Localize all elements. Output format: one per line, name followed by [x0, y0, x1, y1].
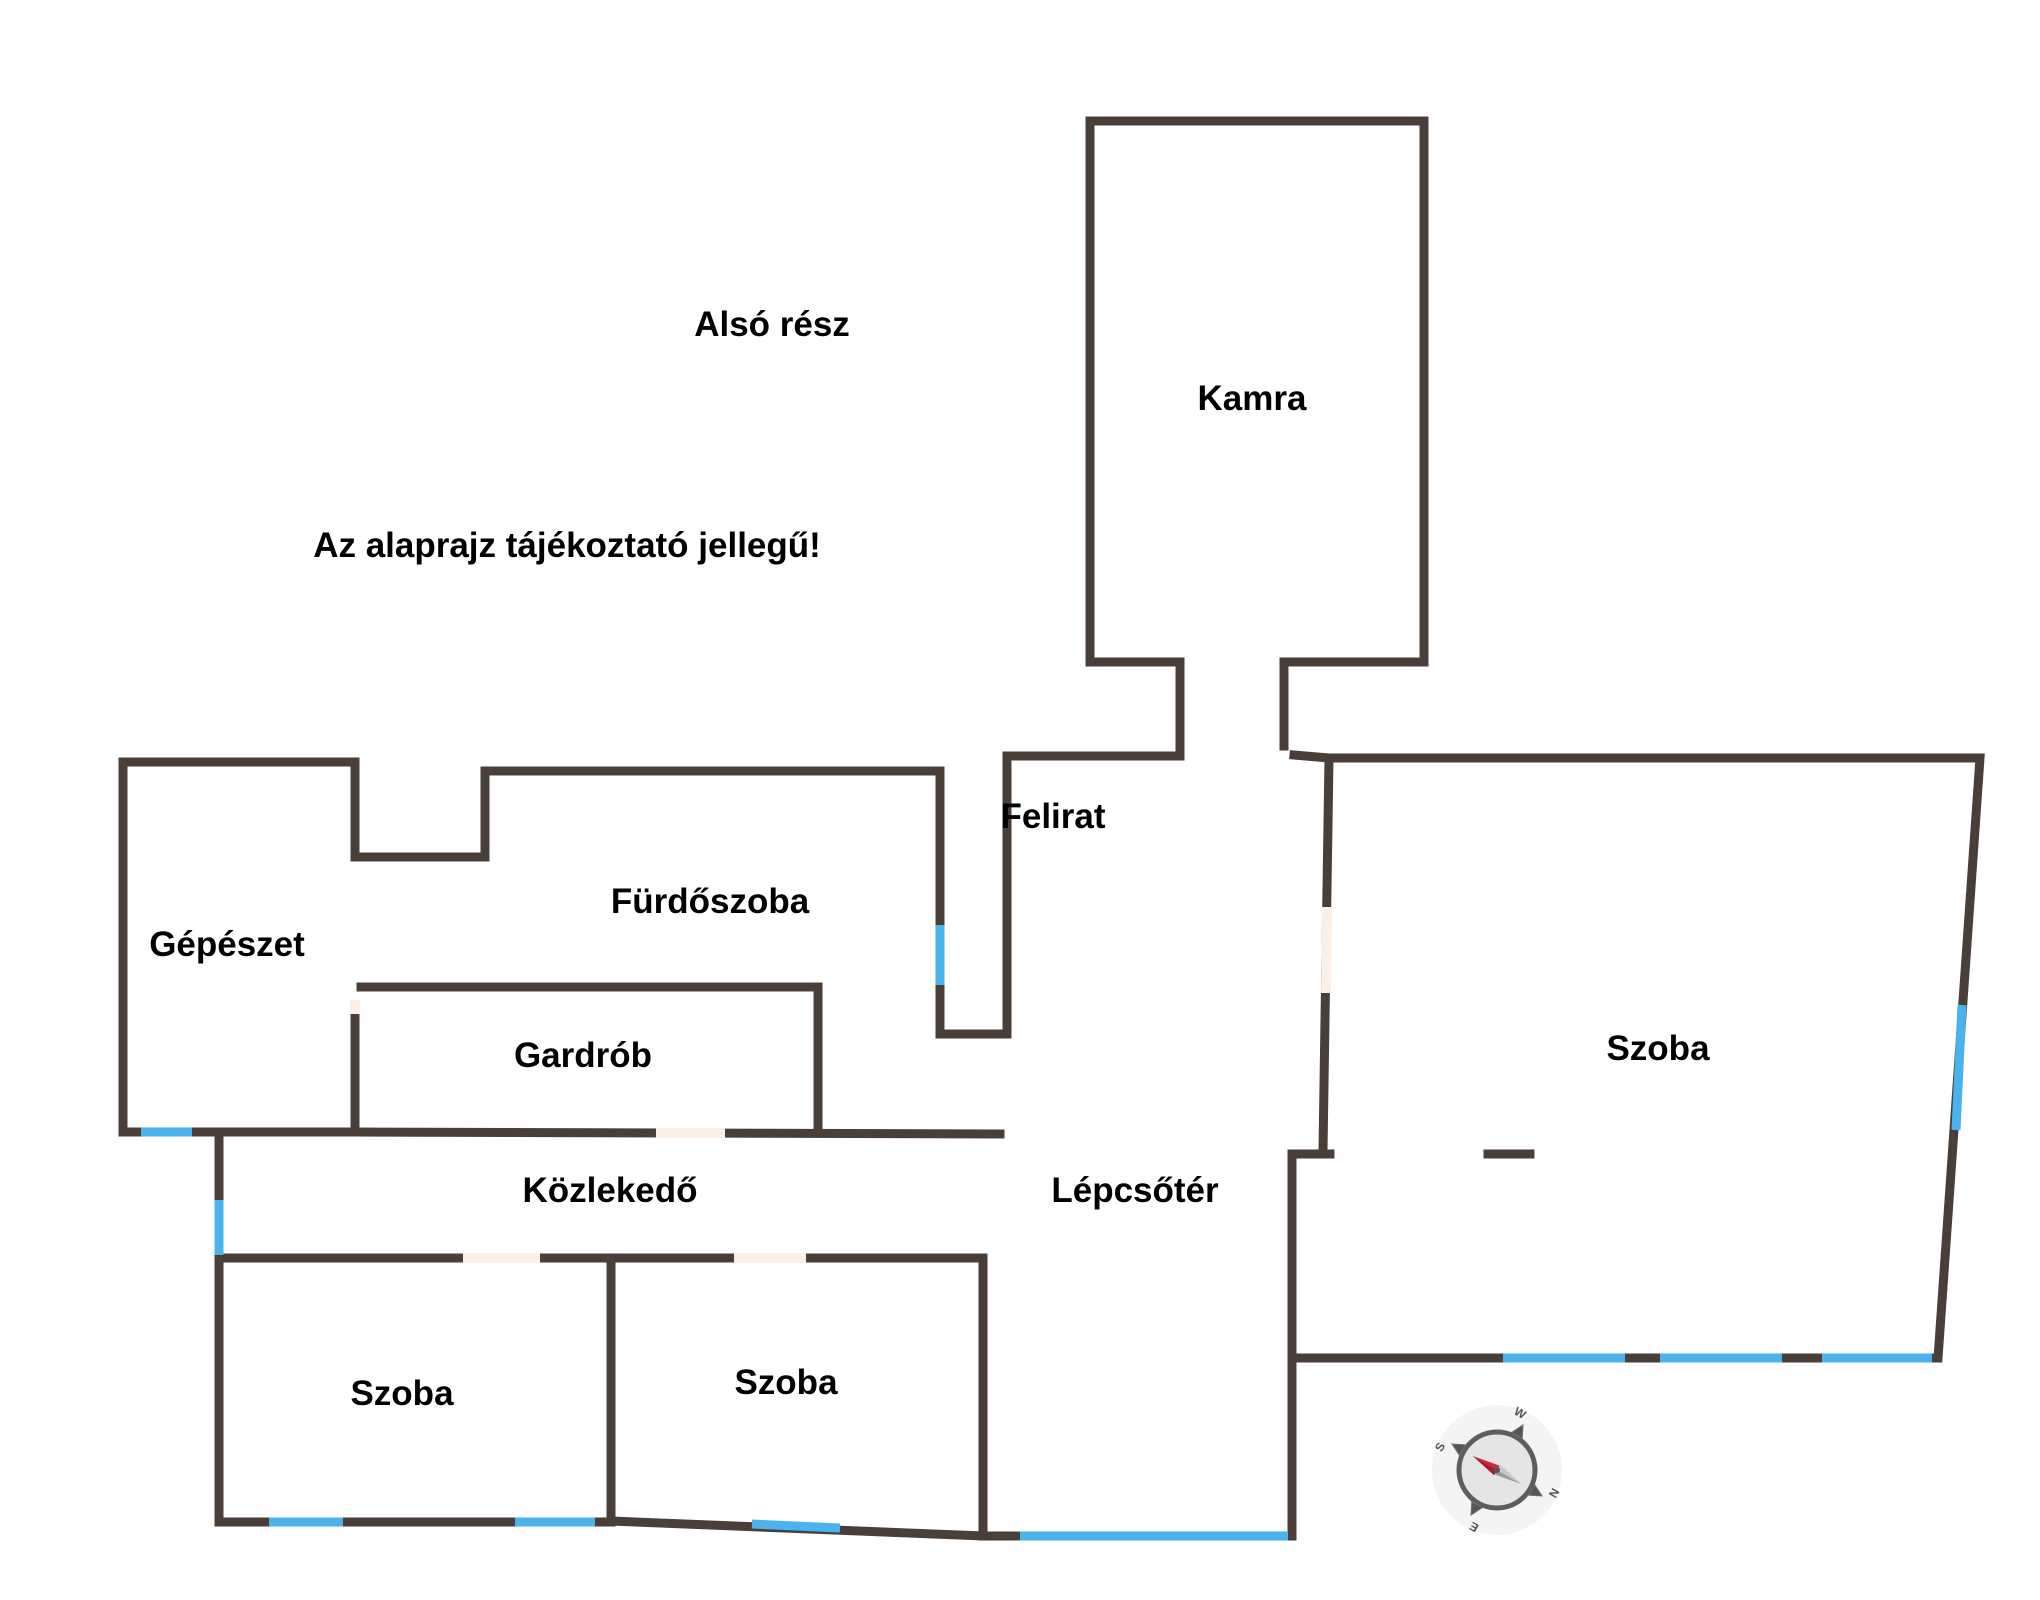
compass-needle-red — [1472, 1456, 1497, 1476]
compass-needle-red — [1472, 1456, 1500, 1470]
room-label-szoba-right: Szoba — [1606, 1029, 1710, 1068]
compass-tick — [1510, 1423, 1524, 1440]
compass-icon: S W N E — [1432, 1404, 1562, 1535]
compass-needle-gray — [1494, 1470, 1522, 1484]
compass-tick — [1470, 1500, 1484, 1517]
disclaimer-note: Az alaprajz tájékoztató jellegű! — [313, 526, 821, 565]
compass-needle-gray — [1497, 1464, 1522, 1484]
compass-tick — [1527, 1483, 1544, 1497]
compass-tick — [1450, 1443, 1467, 1457]
room-label-gardrob: Gardrób — [513, 1036, 653, 1075]
room-label-felirat: Felirat — [1000, 797, 1106, 836]
window — [1951, 1004, 1967, 1131]
room-label-kamra: Kamra — [1197, 379, 1307, 418]
room-label-lepcsoter: Lépcsőtér — [1051, 1171, 1219, 1210]
windows — [141, 925, 1967, 1541]
furdoszoba-walls — [118, 757, 945, 1137]
room-label-szoba-bottom-mid: Szoba — [734, 1363, 838, 1402]
room-label-gepeszet: Gépészet — [149, 925, 305, 964]
compass-center — [1494, 1467, 1500, 1473]
section-title: Alsó rész — [694, 305, 850, 344]
doors — [350, 906, 1332, 1263]
room-label-furdoszoba: Fürdőszoba — [610, 882, 810, 921]
right-room-wall — [1287, 1149, 1335, 1541]
door-opening — [1321, 906, 1332, 994]
bottom-rooms-top-wall — [214, 1253, 988, 1541]
room-label-szoba-bottom-left: Szoba — [350, 1374, 454, 1413]
window — [751, 1519, 841, 1533]
room-label-kozlekedo: Közlekedő — [522, 1171, 698, 1210]
gardrob-walls — [356, 982, 823, 1137]
kamra-walls — [1085, 116, 1429, 753]
